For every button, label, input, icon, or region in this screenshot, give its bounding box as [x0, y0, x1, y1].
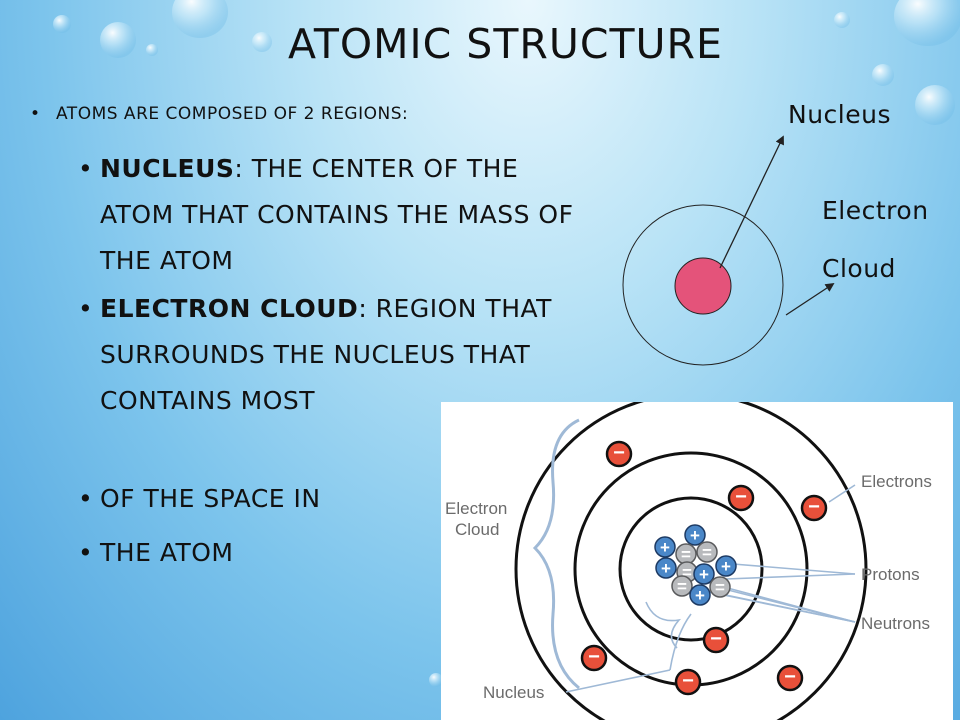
electron: −: [605, 440, 633, 468]
cloud-arrow: [785, 282, 835, 316]
bullet-dot: •: [78, 154, 94, 183]
slide-title: Atomic Structure: [288, 20, 723, 68]
bullet-dot: •: [78, 538, 94, 567]
neutron: =: [671, 575, 693, 597]
neutron: =: [696, 541, 718, 563]
nucleus-arrow: [719, 135, 784, 269]
definition-electron-cloud: : region that surrounds the nucleus that…: [100, 294, 552, 415]
droplet: [894, 0, 960, 46]
droplet: [53, 15, 71, 33]
droplet: [252, 32, 272, 52]
droplet: [834, 12, 850, 28]
bullet-dot: •: [78, 294, 94, 323]
proton: +: [684, 524, 706, 546]
electron-sign: −: [808, 496, 820, 518]
neutron-sign: =: [715, 578, 725, 597]
term-electron-cloud: Electron Cloud: [100, 294, 359, 323]
neutron-sign: =: [682, 563, 692, 582]
bullet-electron-cloud: • Electron Cloud: region that surrounds …: [78, 286, 578, 424]
electron-sign: −: [735, 486, 747, 508]
bullet-dot: •: [78, 484, 94, 513]
electron: −: [674, 668, 702, 696]
term-nucleus: Nucleus: [100, 154, 235, 183]
neutron-sign: =: [702, 543, 712, 562]
proton: +: [693, 563, 715, 585]
neutron: =: [675, 543, 697, 565]
droplet: [172, 0, 228, 38]
proton: +: [715, 555, 737, 577]
neutron-sign: =: [681, 545, 691, 564]
inner-orbit: [618, 496, 764, 642]
atom-sketch: [622, 135, 835, 366]
proton-sign: +: [699, 565, 709, 584]
proton-sign: +: [661, 559, 671, 578]
electron-sign: −: [613, 442, 625, 464]
bullet-nucleus: • Nucleus: the center of the atom that c…: [78, 146, 578, 284]
proton-sign: +: [695, 586, 705, 605]
electron-sign: −: [588, 646, 600, 668]
diagram-cloud-label: Cloud: [455, 520, 499, 539]
nucleus-particles: + + = = + + = + = = +: [654, 524, 737, 606]
bullet-atom-text: the atom: [100, 538, 234, 567]
definition-nucleus: : the center of the atom that contains t…: [100, 154, 574, 275]
protons-label: Protons: [861, 565, 920, 584]
proton: +: [654, 536, 676, 558]
nucleus-pointer-line: [565, 669, 671, 693]
sketch-electron-label: Electron: [822, 196, 929, 225]
bullet-dot: •: [30, 104, 41, 124]
neutron-sign: =: [677, 577, 687, 596]
sketch-cloud-label: Cloud: [822, 254, 896, 283]
electrons-line: [828, 484, 856, 503]
neutrons-label: Neutrons: [861, 614, 930, 633]
proton: +: [655, 557, 677, 579]
proton-sign: +: [690, 526, 700, 545]
droplet: [872, 64, 894, 86]
outer-orbit: [514, 402, 868, 720]
droplet: [146, 44, 158, 56]
electron-sign: −: [710, 628, 722, 650]
diagram-electron-label: Electron: [445, 499, 507, 518]
electron: −: [727, 484, 755, 512]
neutron: =: [709, 576, 731, 598]
neutrons-line-3: [708, 591, 856, 623]
intro-text: Atoms are composed of 2 regions:: [56, 104, 409, 124]
electron-cloud-circle: [622, 204, 784, 366]
bullet-space-text: of the space in: [100, 484, 321, 513]
nucleus-circle: [674, 257, 732, 315]
electron-sign: −: [682, 670, 694, 692]
droplet: [429, 673, 443, 687]
nucleus-pointer-curve: [669, 613, 692, 671]
proton: +: [689, 584, 711, 606]
electrons-label: Electrons: [861, 472, 932, 491]
electron: −: [800, 494, 828, 522]
electron: −: [580, 644, 608, 672]
protons-line-1: [732, 563, 856, 575]
diagram-nucleus-label: Nucleus: [483, 683, 544, 702]
electron: −: [776, 664, 804, 692]
droplet: [100, 22, 136, 58]
intro-bullet: • Atoms are composed of 2 regions:: [30, 104, 408, 124]
bullet-space: • of the space in: [78, 476, 578, 522]
protons-line-2: [725, 573, 856, 580]
electron: −: [702, 626, 730, 654]
bullet-atom: • the atom: [78, 530, 578, 576]
proton-sign: +: [721, 557, 731, 576]
electrons: − − − − − − −: [580, 440, 828, 696]
electron-cloud-bracket: [532, 418, 580, 690]
droplet: [915, 85, 955, 125]
electron-sign: −: [784, 666, 796, 688]
sketch-nucleus-label: Nucleus: [788, 100, 891, 129]
atom-diagram: − − − − − − − + + = = + + = + = = +: [441, 402, 953, 720]
proton-sign: +: [660, 538, 670, 557]
nucleus-small-bracket: [645, 601, 682, 649]
